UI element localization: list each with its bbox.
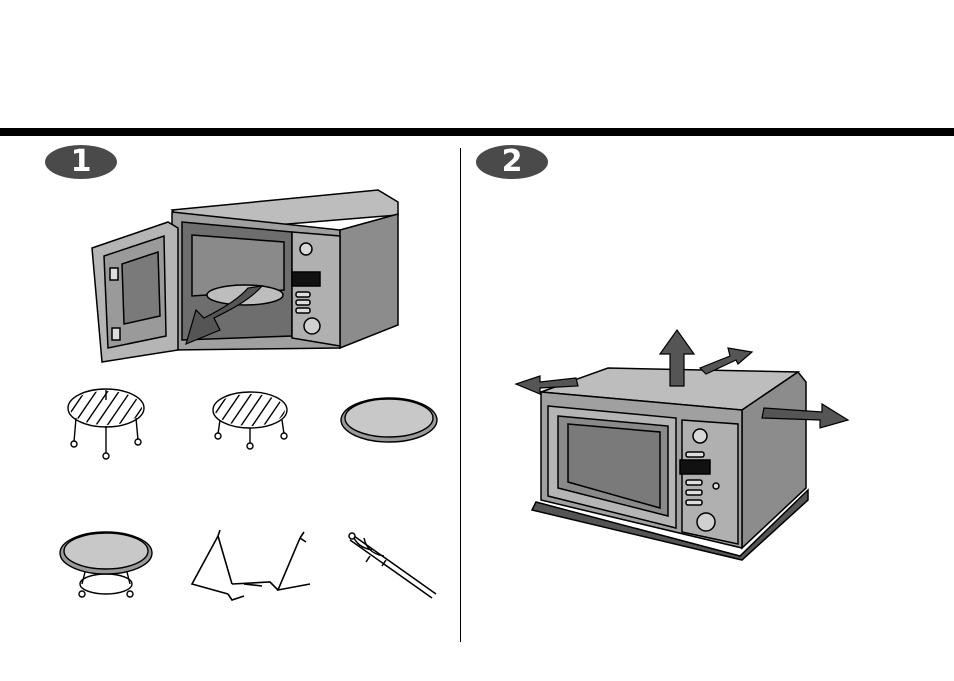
wire-support-stand-icon [192, 530, 310, 600]
rack-low-icon [204, 386, 294, 449]
skewer-rotisserie-spit-icon [349, 533, 436, 598]
rack-high-icon [60, 384, 160, 459]
microwave-open-door-illustration [92, 190, 398, 362]
turntable-roller-ring-icon [60, 532, 152, 597]
glass-tray-icon [341, 398, 437, 442]
microwave-closed-illustration [532, 368, 808, 560]
